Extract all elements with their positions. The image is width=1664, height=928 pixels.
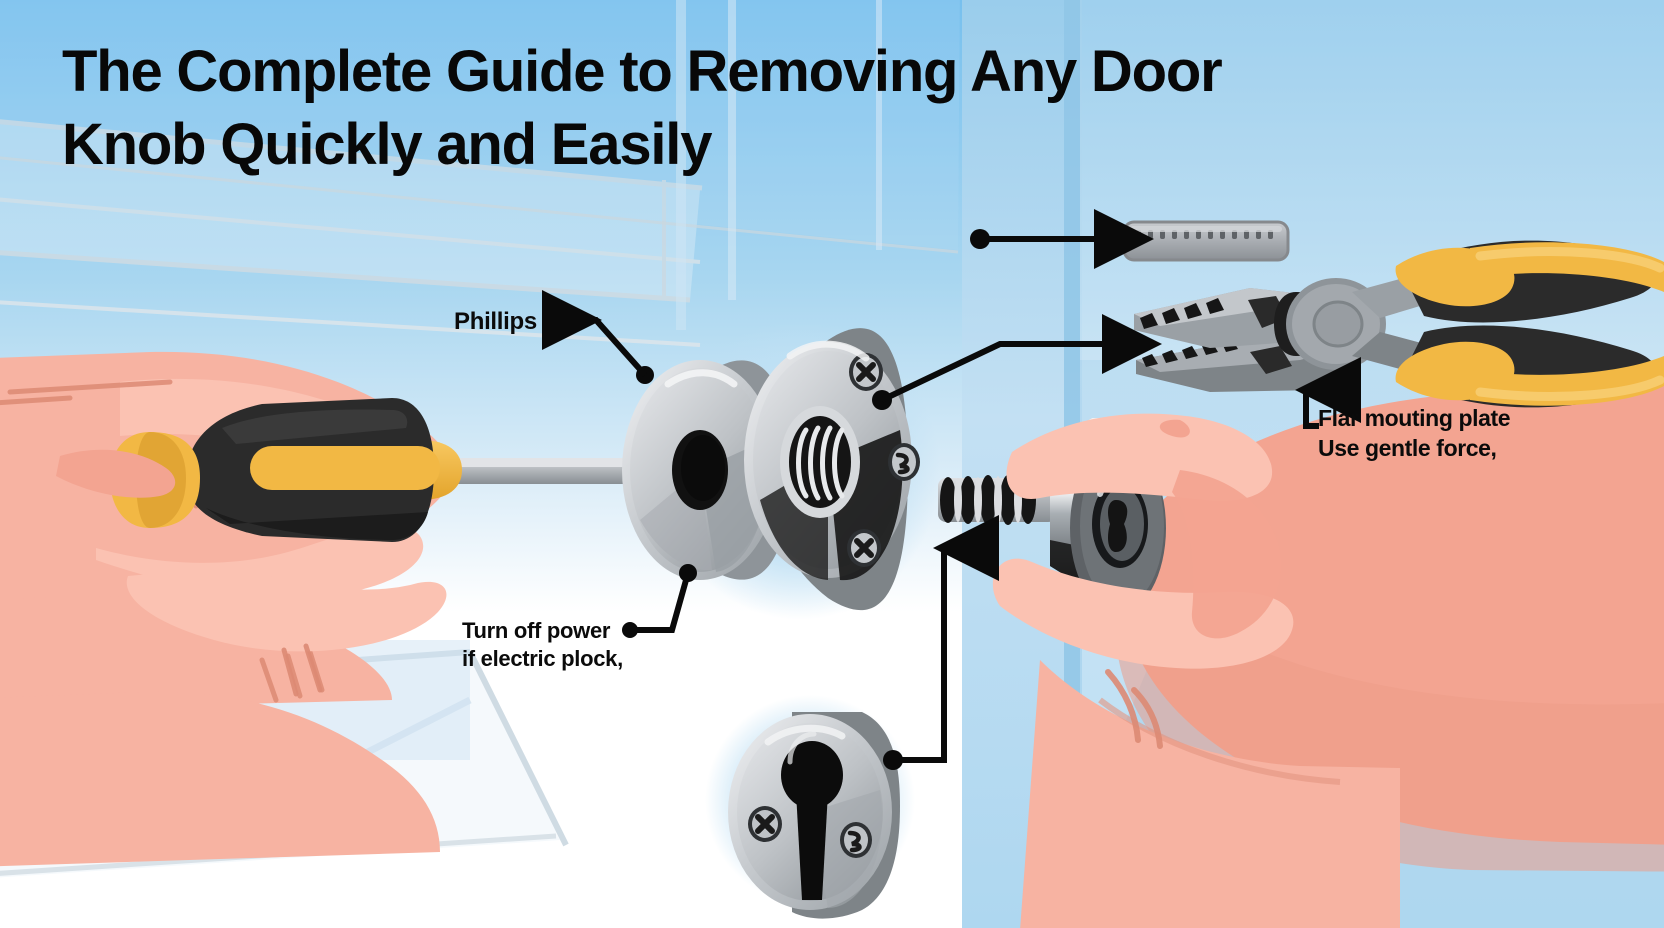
annotation-turn-off-power: Turn off power if electric plock, [462,618,623,672]
page-title: The Complete Guide to Removing Any Door … [62,39,1223,177]
phillips-screw-left [748,806,782,842]
callout-turn-off-power [622,564,697,638]
slot-screw-right [888,443,920,481]
left-hand-front-fingers [0,449,447,867]
callout-escutcheon-to-screw [883,515,999,770]
door-stile-strips [676,0,882,330]
right-hand-front-fingers [992,413,1400,928]
callout-phillips [542,290,654,384]
annotation-mounting-plate: Flar mouting plate Use gentle force, [1318,405,1511,462]
phillips-screw-bottom [847,529,881,567]
callout-mounting-plate [1295,357,1361,429]
callout-pliers [872,314,1162,410]
callout-file [970,209,1154,269]
phillips-screw-top [849,353,883,391]
metal-file [1122,220,1290,262]
escutcheon-keyhole-plate [728,712,900,919]
combination-pliers [1134,240,1664,408]
door-top-panel [0,0,960,254]
door-rose-plate-back [744,328,920,611]
keyhole-shape [781,731,843,900]
annotation-phillips: Phillips [454,308,537,335]
thread-lines [796,425,845,501]
slot-screw-right-lower [840,822,872,858]
